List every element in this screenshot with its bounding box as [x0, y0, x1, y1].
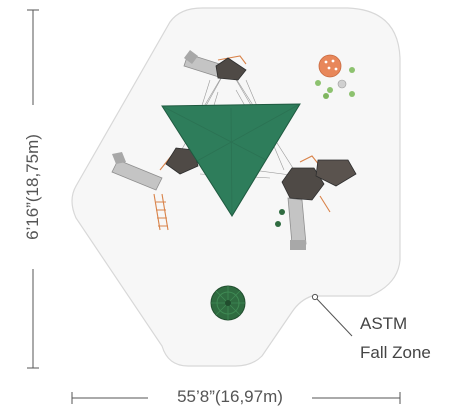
- height-dimension-line: [27, 9, 39, 369]
- slide-left: [111, 152, 163, 191]
- slide-right: [287, 197, 307, 250]
- width-dimension-label: 55’8”(16,97m): [150, 387, 310, 407]
- fall-zone-leader: [311, 293, 353, 337]
- bollards: [275, 209, 285, 227]
- spinner: [210, 285, 246, 321]
- activity-panel: [318, 54, 342, 78]
- deck-right: [281, 167, 325, 201]
- width-dimension-line: [71, 392, 401, 404]
- deck-top: [215, 57, 247, 81]
- climbing-rope-accents: [153, 55, 331, 231]
- fall-zone-label-line1: ASTM: [360, 314, 408, 333]
- height-dimension-label: 6’16”(18,75m): [23, 105, 43, 269]
- stepping-pods: [315, 67, 355, 99]
- fall-zone-label-line2: Fall Zone: [360, 343, 431, 362]
- deck-right-roof: [315, 159, 357, 187]
- shade-canopy: [161, 103, 301, 217]
